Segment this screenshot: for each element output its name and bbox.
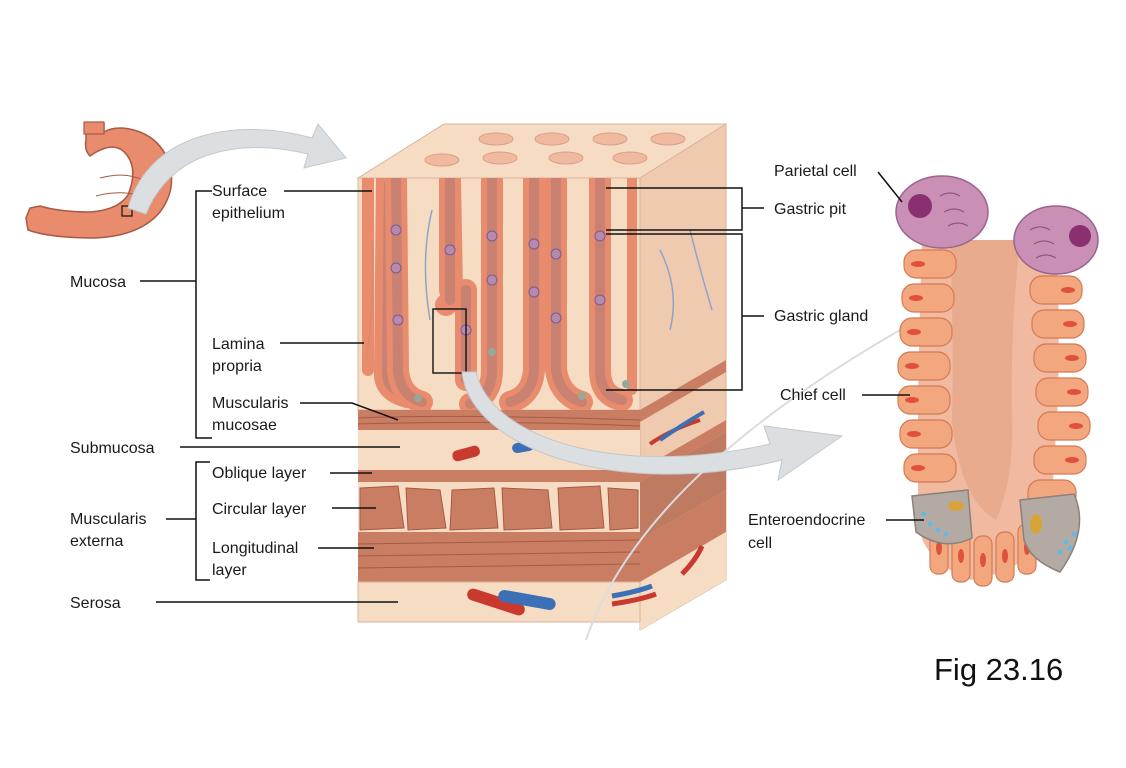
curved-arrow-to-block	[127, 123, 347, 215]
label-enteroendocrine-line1: Enteroendocrine	[748, 512, 866, 529]
label-longitudinal-layer-line2: layer	[212, 562, 247, 579]
label-surface-epithelium-line1: Surface	[212, 183, 267, 200]
label-enteroendocrine-line2: cell	[748, 535, 772, 552]
label-mucosa: Mucosa	[70, 274, 126, 291]
labels: Surface epithelium Mucosa Lamina propria…	[70, 163, 1063, 687]
label-parietal-cell: Parietal cell	[774, 163, 857, 180]
label-longitudinal-layer-line1: Longitudinal	[212, 540, 298, 557]
label-lamina-propria-line1: Lamina	[212, 336, 265, 353]
label-submucosa: Submucosa	[70, 440, 155, 457]
serosa-vessels	[467, 544, 705, 616]
label-serosa: Serosa	[70, 595, 121, 612]
longitudinal-layer	[358, 532, 640, 582]
figure-number: Fig 23.16	[934, 652, 1063, 687]
label-gastric-gland: Gastric gland	[774, 308, 868, 325]
curved-arrow-to-gland-detail	[461, 371, 844, 482]
parietal-cell-right	[1013, 205, 1099, 275]
leader-lines	[140, 171, 924, 603]
gastric-gland-detail	[895, 175, 1099, 587]
tissue-block	[356, 123, 728, 631]
label-muscularis-externa-line1: Muscularis	[70, 511, 146, 528]
label-circular-layer: Circular layer	[212, 501, 307, 518]
magnified-region-box	[432, 308, 467, 374]
oblique-layer	[358, 470, 640, 482]
enteroendocrine-cell-left	[911, 489, 973, 545]
label-muscularis-mucosae-line1: Muscularis	[212, 395, 288, 412]
label-lamina-propria-line2: propria	[212, 358, 262, 375]
label-muscularis-externa-line2: externa	[70, 533, 123, 550]
label-surface-epithelium-line2: epithelium	[212, 205, 285, 222]
enteroendocrine-cell-right	[1019, 493, 1081, 573]
gastric-pit-openings	[424, 132, 686, 167]
label-chief-cell: Chief cell	[780, 387, 846, 404]
parietal-cell-left	[895, 175, 989, 249]
label-muscularis-mucosae-line2: mucosae	[212, 417, 277, 434]
gastric-glands	[362, 178, 637, 410]
label-gastric-pit: Gastric pit	[774, 201, 847, 218]
label-oblique-layer: Oblique layer	[212, 465, 307, 482]
